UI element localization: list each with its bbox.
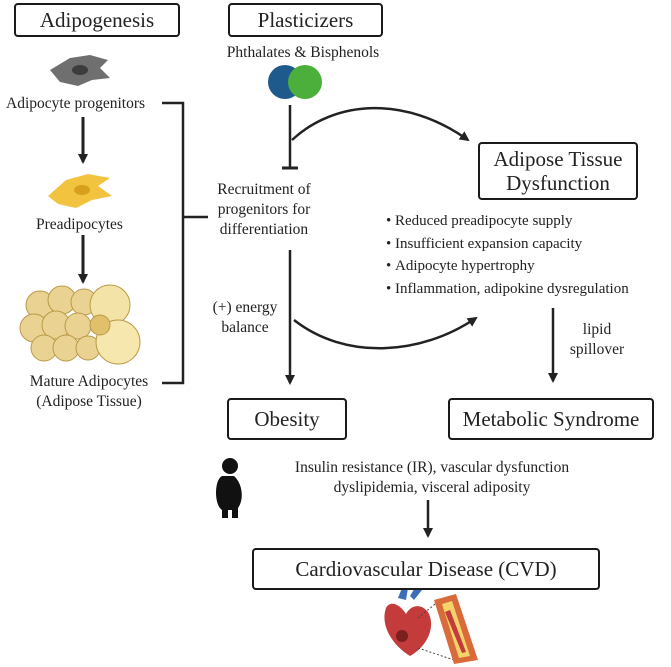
- mature-adipocytes-line1: Mature Adipocytes: [29, 373, 149, 390]
- dysfunction-bullet: Adipocyte hypertrophy: [386, 255, 671, 278]
- adipose-dysfunction-box: Adipose Tissue Dysfunction: [478, 142, 638, 200]
- energy-balance-line2: balance: [221, 319, 269, 337]
- cvd-title: Cardiovascular Disease (CVD): [295, 556, 557, 581]
- metabolic-syndrome-box: Metabolic Syndrome: [448, 398, 654, 440]
- plasticizers-title: Plasticizers: [257, 7, 354, 32]
- mature-adipocytes-icon: [19, 284, 141, 365]
- arrow-to-adipose-dysfunction: [291, 106, 470, 142]
- dysfunction-bullets: Reduced preadipocyte supply Insufficient…: [386, 210, 671, 300]
- risk-factors-label: Insulin resistance (IR), vascular dysfun…: [262, 458, 602, 498]
- bisphenol-circle-icon: [288, 65, 322, 99]
- risk-factors-line2: dyslipidemia, visceral adiposity: [333, 479, 531, 497]
- adipogenesis-box: Adipogenesis: [14, 3, 180, 37]
- phthalates-label: Phthalates & Bisphenols: [226, 44, 380, 61]
- metabolic-syndrome-title: Metabolic Syndrome: [462, 406, 640, 431]
- preadipocyte-cell-icon: [48, 174, 112, 208]
- lipid-spillover-line2: spillover: [569, 341, 625, 359]
- dysfunction-bullet: Inflammation, adipokine dysregulation: [386, 278, 671, 301]
- preadipocytes-label: Preadipocytes: [36, 216, 123, 233]
- artery-icon: [434, 594, 478, 664]
- adipocyte-progenitors-label: Adipocyte progenitors: [6, 95, 146, 112]
- cvd-box: Cardiovascular Disease (CVD): [252, 548, 600, 590]
- energy-balance-label: (+) energy balance: [202, 298, 288, 338]
- recruitment-line1: Recruitment of: [217, 181, 311, 198]
- adipose-dysfunction-title-line1: Adipose Tissue: [493, 146, 623, 171]
- lipid-spillover-label: lipid spillover: [562, 320, 632, 360]
- mature-adipocytes-label: Mature Adipocytes (Adipose Tissue): [14, 372, 164, 412]
- adipogenesis-title: Adipogenesis: [39, 7, 155, 32]
- obesity-title: Obesity: [254, 406, 320, 431]
- risk-factors-line1: Insulin resistance (IR), vascular dysfun…: [294, 459, 570, 476]
- mature-adipocytes-line2: (Adipose Tissue): [36, 393, 142, 411]
- recruitment-line2: progenitors for: [217, 201, 311, 219]
- heart-icon: [384, 586, 432, 656]
- adipogenesis-bracket: [162, 101, 208, 385]
- energy-balance-line1: (+) energy: [212, 299, 278, 316]
- person-silhouette-icon: [216, 458, 242, 518]
- dysfunction-bullet: Insufficient expansion capacity: [386, 233, 671, 256]
- recruitment-line3: differentiation: [219, 221, 309, 239]
- dysfunction-bullet: Reduced preadipocyte supply: [386, 210, 671, 233]
- plasticizers-box: Plasticizers: [228, 3, 383, 37]
- progenitor-cell-icon: [50, 55, 110, 86]
- arrow-energy-to-dysfunction: [293, 316, 478, 350]
- lipid-spillover-line1: lipid: [582, 321, 612, 338]
- adipose-dysfunction-title-line2: Dysfunction: [506, 171, 610, 195]
- recruitment-label: Recruitment of progenitors for different…: [205, 180, 323, 240]
- obesity-box: Obesity: [227, 398, 347, 440]
